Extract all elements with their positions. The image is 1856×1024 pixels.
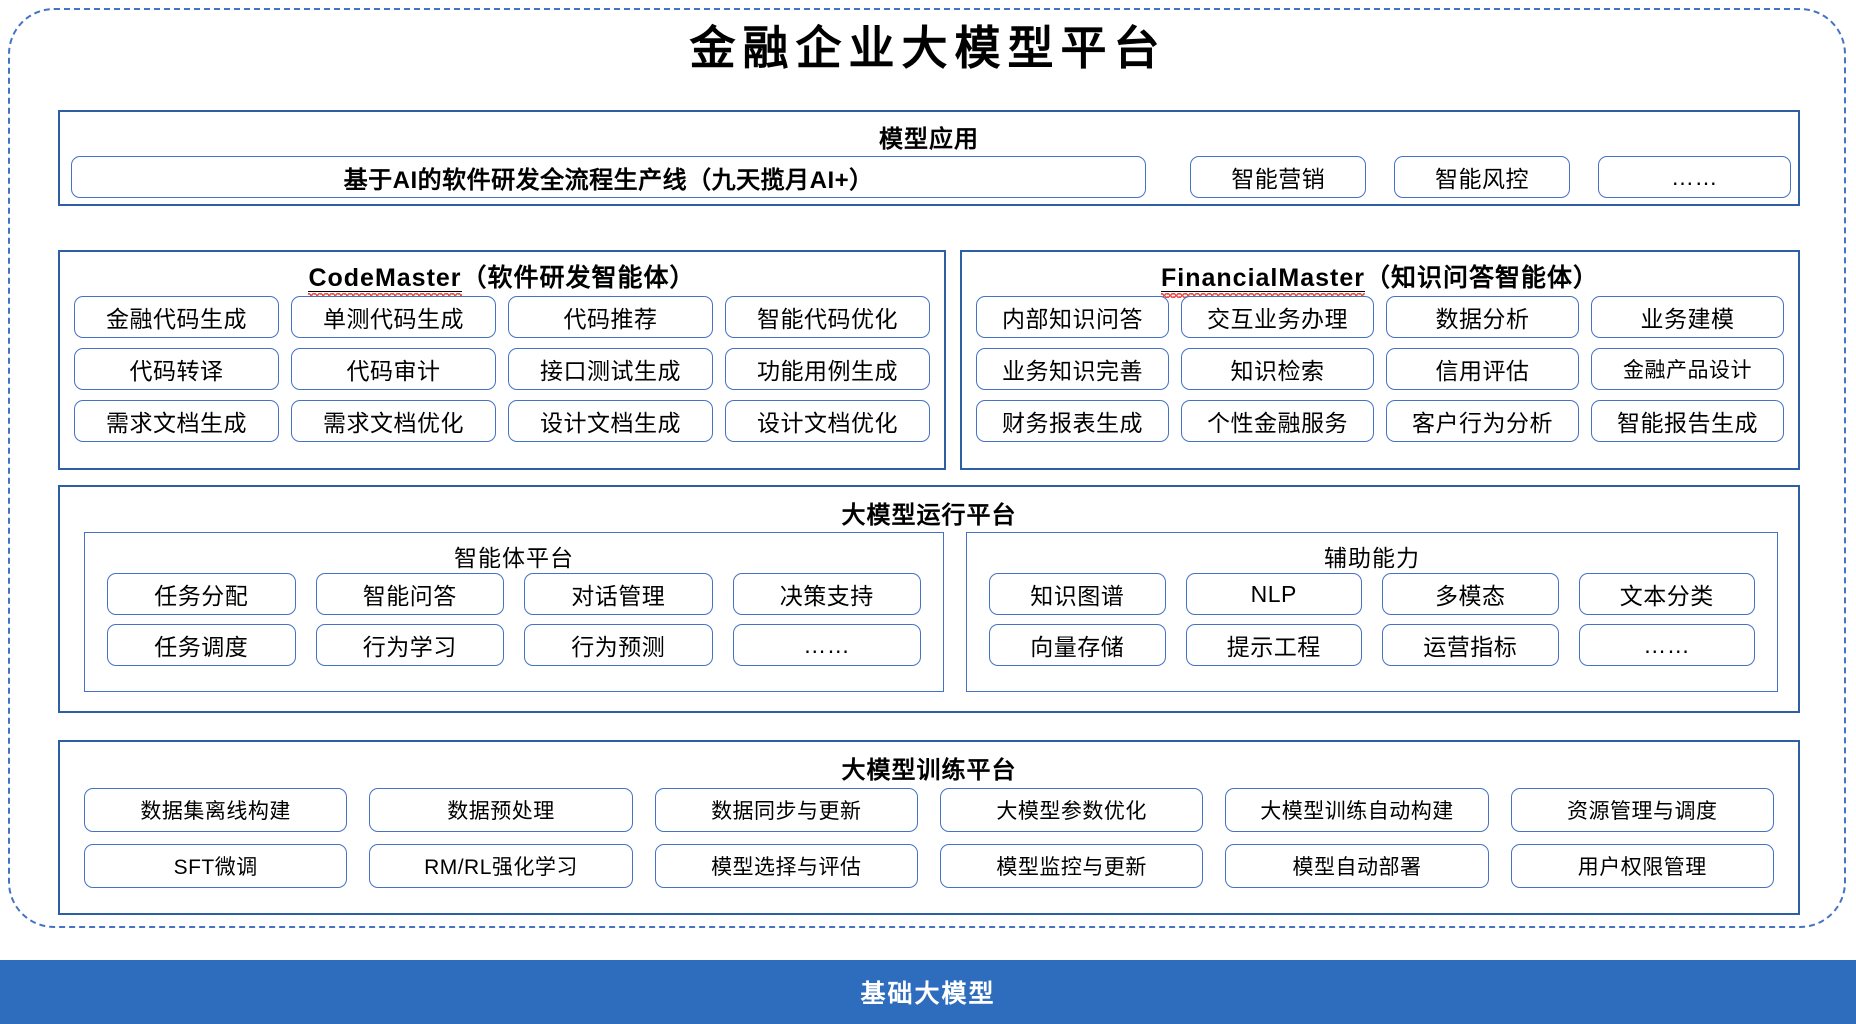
chip-financialmaster-1-3[interactable]: 数据分析 xyxy=(1386,296,1579,338)
aux-ability-row-1: 知识图谱 NLP 多模态 文本分类 xyxy=(989,573,1755,615)
financialmaster-name-cn: （知识问答智能体） xyxy=(1364,264,1599,292)
chip-train-1-1[interactable]: 数据集离线构建 xyxy=(84,788,348,832)
chip-train-1-2[interactable]: 数据预处理 xyxy=(369,788,633,832)
aux-ability-grid: 知识图谱 NLP 多模态 文本分类 向量存储 提示工程 运营指标 …… xyxy=(989,573,1755,666)
chip-financialmaster-2-1[interactable]: 业务知识完善 xyxy=(976,348,1169,390)
codemaster-row-3: 需求文档生成 需求文档优化 设计文档生成 设计文档优化 xyxy=(74,400,930,442)
section-title-model-application: 模型应用 xyxy=(879,126,979,153)
chip-aux-ability-more[interactable]: …… xyxy=(1578,624,1755,666)
subsection-agent-platform: 智能体平台 任务分配 智能问答 对话管理 决策支持 任务调度 行为学习 行为预测… xyxy=(84,532,944,692)
subsection-aux-ability: 辅助能力 知识图谱 NLP 多模态 文本分类 向量存储 提示工程 运营指标 …… xyxy=(966,532,1778,692)
chip-train-1-3[interactable]: 数据同步与更新 xyxy=(654,788,918,832)
agent-platform-row-1: 任务分配 智能问答 对话管理 决策支持 xyxy=(107,573,921,615)
section-model-application: 模型应用 基于AI的软件研发全流程生产线（九天揽月AI+） 智能营销 智能风控 … xyxy=(58,110,1800,206)
codemaster-name-en: CodeMaster xyxy=(308,264,462,298)
chip-financialmaster-3-1[interactable]: 财务报表生成 xyxy=(976,400,1169,442)
section-run-platform: 大模型运行平台 智能体平台 任务分配 智能问答 对话管理 决策支持 任务调度 行… xyxy=(58,485,1800,713)
chip-aux-ability-1-1[interactable]: 知识图谱 xyxy=(989,573,1166,615)
chip-financialmaster-3-4[interactable]: 智能报告生成 xyxy=(1591,400,1784,442)
chip-codemaster-3-3[interactable]: 设计文档生成 xyxy=(508,400,713,442)
financialmaster-name-en: FinancialMaster xyxy=(1161,264,1365,298)
chip-agent-platform-2-2[interactable]: 行为学习 xyxy=(315,624,504,666)
chip-agent-platform-2-1[interactable]: 任务调度 xyxy=(107,624,296,666)
chip-agent-platform-2-3[interactable]: 行为预测 xyxy=(524,624,713,666)
section-title-train-platform: 大模型训练平台 xyxy=(841,757,1017,784)
chip-agent-platform-1-1[interactable]: 任务分配 xyxy=(107,573,296,615)
chip-agent-platform-1-3[interactable]: 对话管理 xyxy=(524,573,713,615)
financialmaster-capability-grid: 内部知识问答 交互业务办理 数据分析 业务建模 业务知识完善 知识检索 信用评估… xyxy=(976,296,1784,442)
section-title-run-platform: 大模型运行平台 xyxy=(841,502,1017,529)
chip-train-2-6[interactable]: 用户权限管理 xyxy=(1510,844,1774,888)
train-platform-grid: 数据集离线构建 数据预处理 数据同步与更新 大模型参数优化 大模型训练自动构建 … xyxy=(84,788,1774,888)
chip-codemaster-2-4[interactable]: 功能用例生成 xyxy=(725,348,930,390)
chip-agent-platform-1-4[interactable]: 决策支持 xyxy=(732,573,921,615)
chip-codemaster-1-3[interactable]: 代码推荐 xyxy=(508,296,713,338)
section-train-platform: 大模型训练平台 数据集离线构建 数据预处理 数据同步与更新 大模型参数优化 大模… xyxy=(58,740,1800,915)
financialmaster-row-2: 业务知识完善 知识检索 信用评估 金融产品设计 xyxy=(976,348,1784,390)
financialmaster-row-1: 内部知识问答 交互业务办理 数据分析 业务建模 xyxy=(976,296,1784,338)
chip-aux-ability-1-2[interactable]: NLP xyxy=(1185,573,1362,615)
chip-financialmaster-3-3[interactable]: 客户行为分析 xyxy=(1386,400,1579,442)
chip-train-2-1[interactable]: SFT微调 xyxy=(84,844,348,888)
chip-agent-platform-more[interactable]: …… xyxy=(732,624,921,666)
financialmaster-row-3: 财务报表生成 个性金融服务 客户行为分析 智能报告生成 xyxy=(976,400,1784,442)
platform-outer-frame xyxy=(8,8,1846,928)
train-platform-row-2: SFT微调 RM/RL强化学习 模型选择与评估 模型监控与更新 模型自动部署 用… xyxy=(84,844,1774,888)
chip-train-1-5[interactable]: 大模型训练自动构建 xyxy=(1225,788,1489,832)
chip-train-2-3[interactable]: 模型选择与评估 xyxy=(654,844,918,888)
codemaster-row-2: 代码转译 代码审计 接口测试生成 功能用例生成 xyxy=(74,348,930,390)
chip-codemaster-2-3[interactable]: 接口测试生成 xyxy=(508,348,713,390)
section-title-codemaster: CodeMaster（软件研发智能体） xyxy=(60,258,944,298)
chip-smart-risk-control[interactable]: 智能风控 xyxy=(1394,156,1570,198)
chip-aux-ability-2-2[interactable]: 提示工程 xyxy=(1185,624,1362,666)
model-application-chip-row: 基于AI的软件研发全流程生产线（九天揽月AI+） 智能营销 智能风控 …… xyxy=(71,156,1791,198)
codemaster-name-cn: （软件研发智能体） xyxy=(461,264,696,292)
chip-model-application-more[interactable]: …… xyxy=(1597,156,1791,198)
agent-platform-grid: 任务分配 智能问答 对话管理 决策支持 任务调度 行为学习 行为预测 …… xyxy=(107,573,921,666)
foundation-model-label: 基础大模型 xyxy=(860,980,996,1008)
chip-agent-platform-1-2[interactable]: 智能问答 xyxy=(315,573,504,615)
subsection-title-agent-platform: 智能体平台 xyxy=(454,545,574,571)
chip-codemaster-3-4[interactable]: 设计文档优化 xyxy=(725,400,930,442)
chip-financialmaster-2-3[interactable]: 信用评估 xyxy=(1386,348,1579,390)
subsection-title-aux-ability: 辅助能力 xyxy=(1324,545,1420,571)
chip-aux-ability-1-3[interactable]: 多模态 xyxy=(1382,573,1559,615)
chip-financialmaster-2-4[interactable]: 金融产品设计 xyxy=(1591,348,1784,390)
chip-codemaster-1-1[interactable]: 金融代码生成 xyxy=(74,296,279,338)
chip-smart-marketing[interactable]: 智能营销 xyxy=(1190,156,1367,198)
agent-platform-row-2: 任务调度 行为学习 行为预测 …… xyxy=(107,624,921,666)
chip-train-1-6[interactable]: 资源管理与调度 xyxy=(1510,788,1774,832)
chip-aux-ability-2-3[interactable]: 运营指标 xyxy=(1382,624,1559,666)
chip-train-1-4[interactable]: 大模型参数优化 xyxy=(939,788,1204,832)
chip-codemaster-1-2[interactable]: 单测代码生成 xyxy=(291,296,496,338)
page-title: 金融企业大模型平台 xyxy=(689,23,1167,74)
chip-financialmaster-1-2[interactable]: 交互业务办理 xyxy=(1181,296,1374,338)
chip-financialmaster-3-2[interactable]: 个性金融服务 xyxy=(1181,400,1374,442)
foundation-model-bar: 基础大模型 xyxy=(0,960,1856,1024)
codemaster-row-1: 金融代码生成 单测代码生成 代码推荐 智能代码优化 xyxy=(74,296,930,338)
chip-financialmaster-1-1[interactable]: 内部知识问答 xyxy=(976,296,1169,338)
chip-train-2-4[interactable]: 模型监控与更新 xyxy=(939,844,1204,888)
section-codemaster: CodeMaster（软件研发智能体） 金融代码生成 单测代码生成 代码推荐 智… xyxy=(58,250,946,470)
codemaster-capability-grid: 金融代码生成 单测代码生成 代码推荐 智能代码优化 代码转译 代码审计 接口测试… xyxy=(74,296,930,442)
chip-codemaster-2-1[interactable]: 代码转译 xyxy=(74,348,279,390)
chip-codemaster-3-1[interactable]: 需求文档生成 xyxy=(74,400,279,442)
section-title-financialmaster: FinancialMaster（知识问答智能体） xyxy=(962,258,1798,298)
chip-financialmaster-1-4[interactable]: 业务建模 xyxy=(1591,296,1784,338)
train-platform-row-1: 数据集离线构建 数据预处理 数据同步与更新 大模型参数优化 大模型训练自动构建 … xyxy=(84,788,1774,832)
chip-financialmaster-2-2[interactable]: 知识检索 xyxy=(1181,348,1374,390)
chip-ai-pipeline[interactable]: 基于AI的软件研发全流程生产线（九天揽月AI+） xyxy=(71,156,1147,198)
chip-train-2-2[interactable]: RM/RL强化学习 xyxy=(369,844,633,888)
aux-ability-row-2: 向量存储 提示工程 运营指标 …… xyxy=(989,624,1755,666)
chip-codemaster-2-2[interactable]: 代码审计 xyxy=(291,348,496,390)
chip-train-2-5[interactable]: 模型自动部署 xyxy=(1225,844,1489,888)
section-financialmaster: FinancialMaster（知识问答智能体） 内部知识问答 交互业务办理 数… xyxy=(960,250,1800,470)
chip-aux-ability-1-4[interactable]: 文本分类 xyxy=(1578,573,1755,615)
chip-codemaster-1-4[interactable]: 智能代码优化 xyxy=(725,296,930,338)
chip-aux-ability-2-1[interactable]: 向量存储 xyxy=(989,624,1166,666)
chip-codemaster-3-2[interactable]: 需求文档优化 xyxy=(291,400,496,442)
